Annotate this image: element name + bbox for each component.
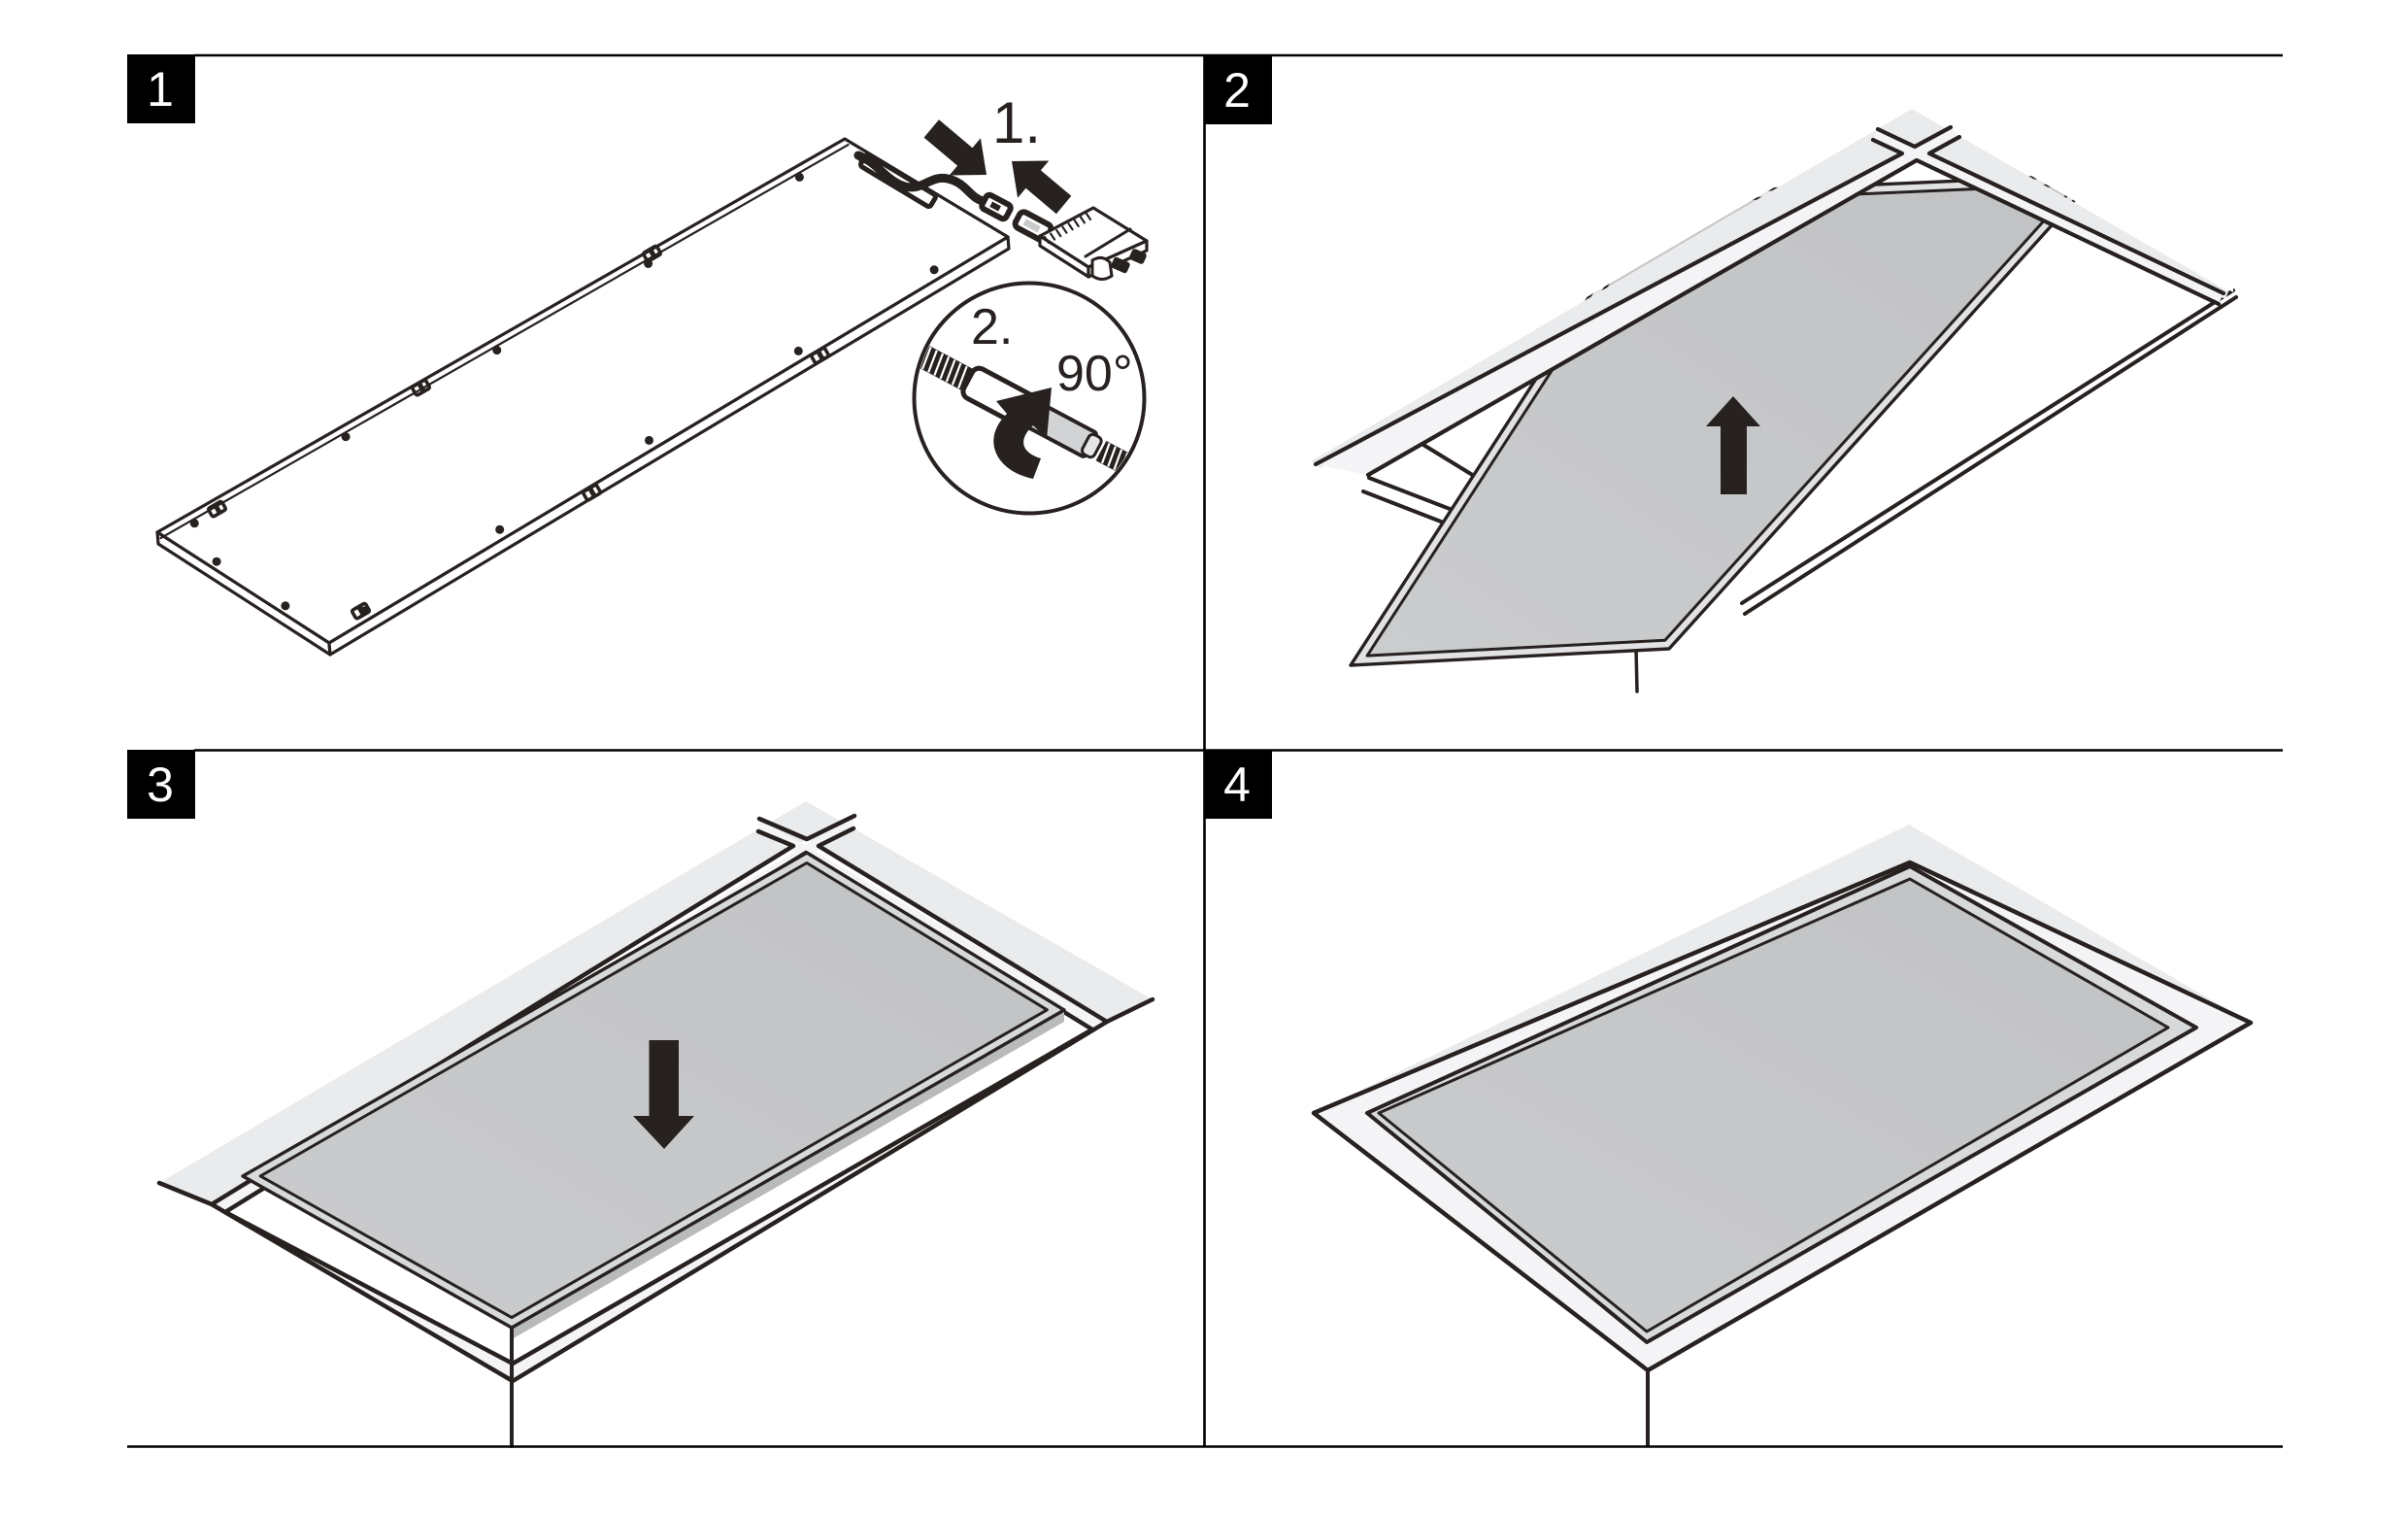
svg-text:4: 4 xyxy=(1223,758,1251,812)
svg-text:90°: 90° xyxy=(1056,346,1133,402)
svg-text:2: 2 xyxy=(1223,63,1251,118)
svg-text:1: 1 xyxy=(147,62,174,117)
svg-text:1.: 1. xyxy=(992,90,1041,155)
svg-text:2.: 2. xyxy=(971,299,1013,355)
svg-text:3: 3 xyxy=(147,758,174,812)
